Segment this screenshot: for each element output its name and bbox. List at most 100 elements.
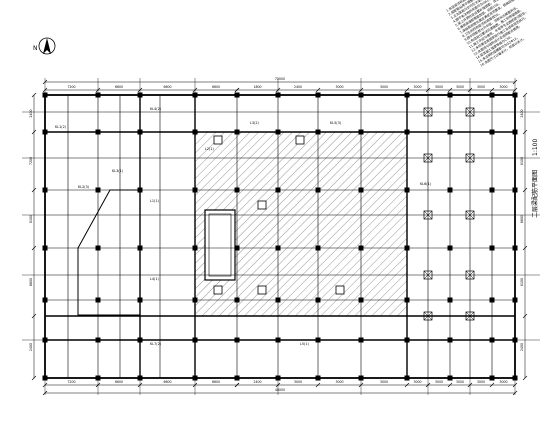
dim-bottom-left-tick — [137, 382, 143, 388]
dim-bottom-left-label: 7200 — [67, 380, 75, 384]
column — [42, 129, 48, 135]
column — [234, 92, 240, 98]
column — [358, 375, 364, 381]
column — [315, 187, 321, 193]
column — [404, 297, 410, 303]
column — [42, 245, 48, 251]
column — [95, 92, 101, 98]
column — [137, 129, 143, 135]
column — [489, 337, 495, 343]
atrium-column — [257, 200, 267, 210]
footing-diagonal — [423, 270, 433, 280]
dim-top-right-tick — [315, 87, 321, 93]
column — [234, 187, 240, 193]
dim-bottom-right-label: 3000 — [477, 380, 485, 384]
column — [447, 375, 453, 381]
column — [447, 92, 453, 98]
dim-top-right-tick — [234, 87, 240, 93]
column — [489, 245, 495, 251]
column — [234, 245, 240, 251]
dim-top-left-label: 6600 — [115, 85, 123, 89]
dim-left-label: 6600 — [29, 278, 33, 286]
drawing-title: 二层梁配筋平面图 — [531, 170, 539, 218]
dim-top-right-label: 2400 — [294, 85, 302, 89]
north-arrow: N — [33, 37, 56, 55]
dim-right-tick — [522, 375, 528, 381]
dim-top-right-tick — [358, 87, 364, 93]
dim-bottom-right-label: 3000 — [499, 380, 507, 384]
dim-top-left-label: 7200 — [67, 85, 75, 89]
footing — [465, 153, 475, 163]
dim-top-right-tick — [275, 87, 281, 93]
column — [275, 187, 281, 193]
dim-top-left-label: 6600 — [163, 85, 171, 89]
dim-left-label: 8100 — [29, 215, 33, 223]
column — [275, 297, 281, 303]
column — [489, 129, 495, 135]
dim-top-right-tick — [467, 87, 473, 93]
column — [234, 297, 240, 303]
dim-left-tick — [31, 313, 37, 319]
dim-bottom-right-tick — [275, 382, 281, 388]
column — [404, 245, 410, 251]
left-courtyard — [77, 189, 141, 316]
stair-opening — [204, 209, 236, 281]
dim-bottom-right-label: 3000 — [435, 380, 443, 384]
column — [404, 187, 410, 193]
dim-top-right-label: 3000 — [335, 85, 343, 89]
column — [489, 92, 495, 98]
dim-bottom-right-tick — [512, 382, 518, 388]
footing — [465, 311, 475, 321]
dim-bottom-left-label: 6600 — [163, 380, 171, 384]
column — [404, 375, 410, 381]
dim-top-right-tick — [489, 87, 495, 93]
column — [42, 375, 48, 381]
column — [358, 129, 364, 135]
dim-bottom-right-tick — [358, 382, 364, 388]
dim-top-left-tick — [192, 87, 198, 93]
dim-left-label: 7200 — [29, 157, 33, 165]
atrium-column — [295, 135, 305, 145]
dim-right-label: 8100 — [520, 157, 524, 165]
dim-right-tick — [522, 92, 528, 98]
column — [315, 375, 321, 381]
general-notes: 1.本层梁顶标高除注明外均为4.200m，未注明梁均以轴线居中或与柱边齐。2.梁… — [445, 0, 543, 68]
column — [192, 92, 198, 98]
column — [137, 297, 143, 303]
column — [358, 297, 364, 303]
column — [137, 375, 143, 381]
column — [192, 187, 198, 193]
column — [315, 92, 321, 98]
dim-top-right-tick — [404, 87, 410, 93]
dim-bottom-right-tick — [467, 382, 473, 388]
beam-label: L2(1) — [205, 147, 215, 151]
footing-diagonal — [423, 153, 433, 163]
footing-diagonal — [465, 270, 475, 280]
dim-bottom-overall-tick — [512, 390, 518, 396]
column — [447, 187, 453, 193]
atrium-column — [335, 285, 345, 295]
footing-diagonal — [465, 153, 475, 163]
dim-bottom-right-tick — [425, 382, 431, 388]
column — [95, 375, 101, 381]
dim-top-right-label: 3000 — [435, 85, 443, 89]
dim-left-label: 2400 — [29, 343, 33, 351]
column — [95, 297, 101, 303]
column — [192, 129, 198, 135]
footing — [423, 270, 433, 280]
footing-diagonal — [423, 107, 433, 117]
column — [234, 129, 240, 135]
column — [315, 337, 321, 343]
dim-left-tick — [31, 245, 37, 251]
column — [95, 129, 101, 135]
atrium-column — [257, 285, 267, 295]
column — [137, 92, 143, 98]
column — [192, 245, 198, 251]
column — [512, 297, 518, 303]
column — [404, 92, 410, 98]
dim-top-left-tick — [137, 87, 143, 93]
footing — [465, 107, 475, 117]
column — [275, 129, 281, 135]
column — [137, 337, 143, 343]
